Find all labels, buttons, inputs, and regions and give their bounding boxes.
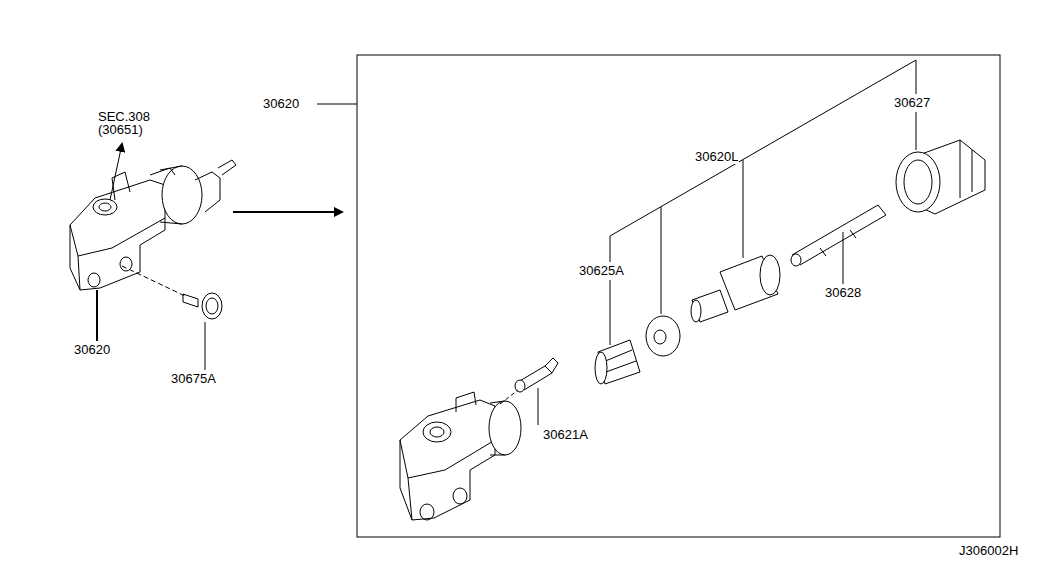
callout-number: 30675A <box>170 372 217 386</box>
dust-cover <box>896 140 985 214</box>
frame-box <box>357 55 1000 537</box>
callout-number: 30625A <box>578 264 625 278</box>
reference-arrow <box>110 144 122 200</box>
bolt-symbol <box>183 293 222 319</box>
callout-number: 30627 <box>893 96 931 110</box>
section-reference: SEC.308 <box>97 110 151 124</box>
leader-line <box>538 388 539 425</box>
leader-line <box>317 104 357 105</box>
leader-line <box>610 280 611 345</box>
bleeder-screw <box>515 358 558 392</box>
drawing-code: J306002H <box>958 544 1019 558</box>
piston <box>691 255 780 322</box>
leader-line <box>843 232 844 284</box>
clutch-cylinder-body <box>400 392 521 520</box>
callout-number: 30628 <box>824 286 862 300</box>
callout-number: 30621A <box>542 428 589 442</box>
callout-number: 30620 <box>73 343 111 357</box>
dashed-leader <box>500 390 518 404</box>
leader-line <box>96 290 98 341</box>
leader-line <box>916 112 917 150</box>
callout-number: 30620L <box>694 150 739 164</box>
clutch-cylinder-small <box>70 160 236 290</box>
direction-arrow <box>233 211 342 213</box>
dashed-leader <box>122 266 185 296</box>
callout-number: 30620 <box>262 97 300 111</box>
dust-boot <box>595 340 640 384</box>
push-rod <box>791 205 886 266</box>
piston-cup <box>646 316 680 356</box>
group-bracket <box>610 60 916 314</box>
leader-line <box>205 322 206 370</box>
part-number: (30651) <box>97 123 144 137</box>
